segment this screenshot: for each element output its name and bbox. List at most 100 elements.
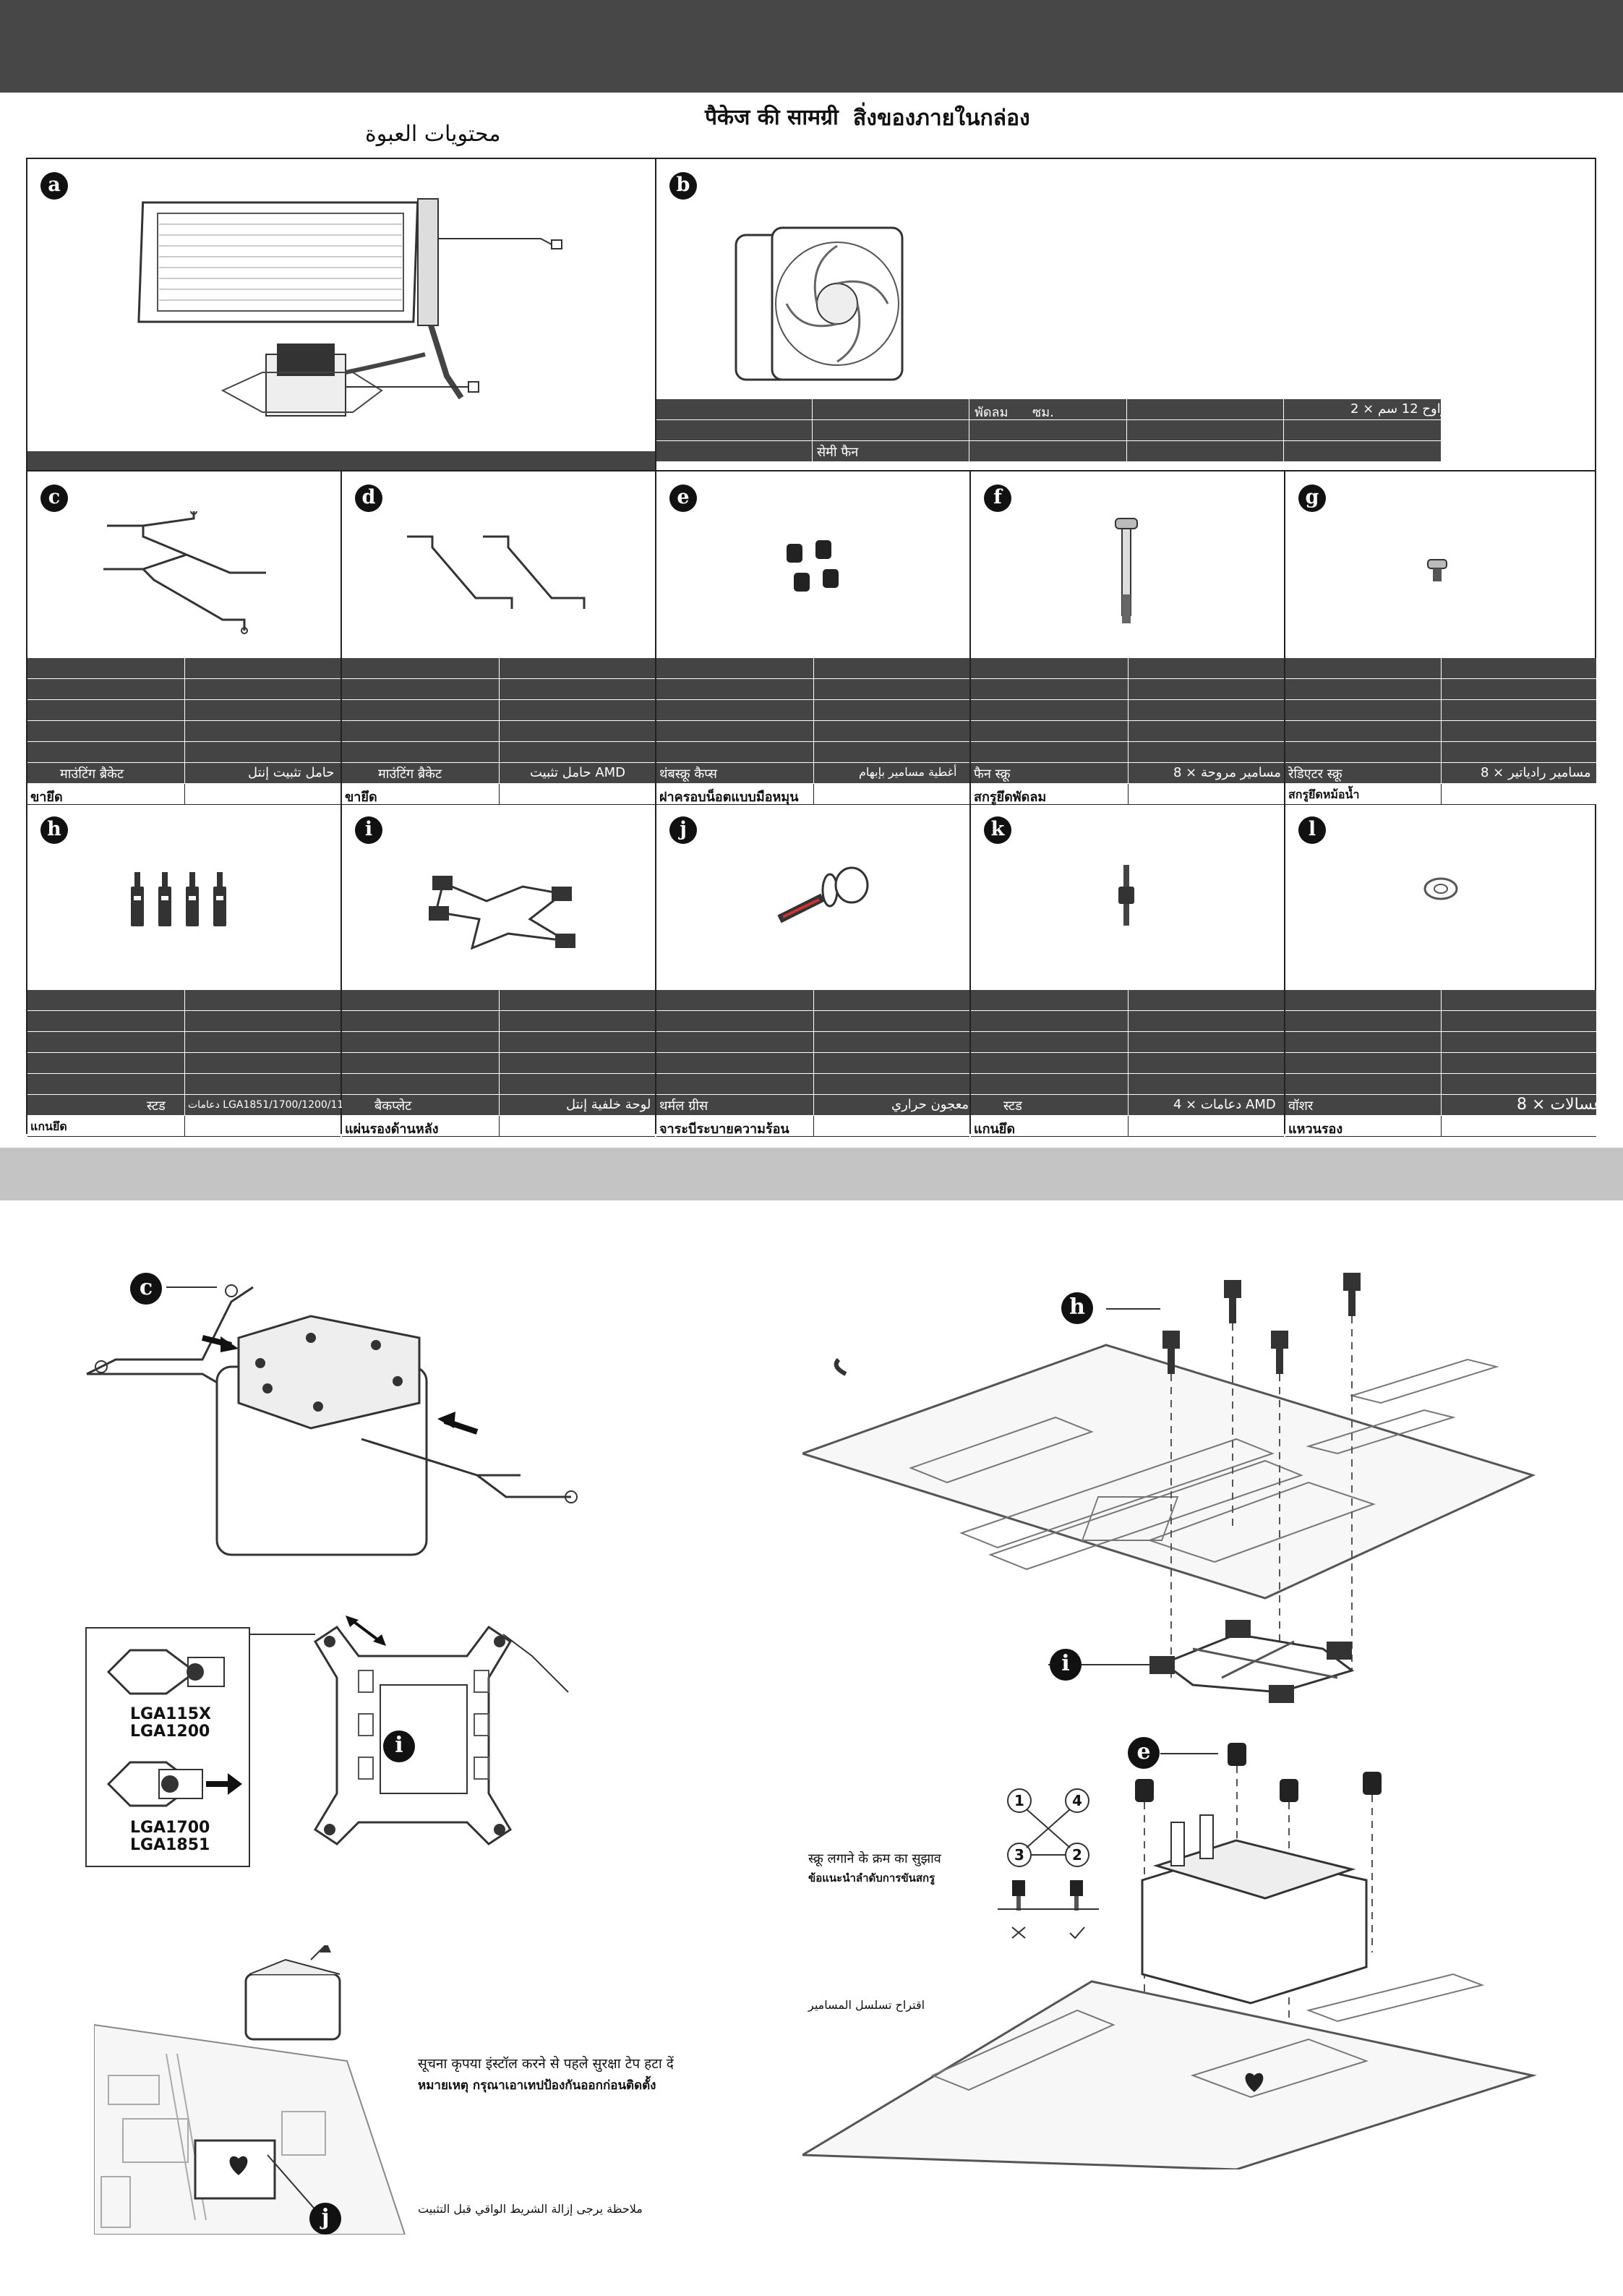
item-j-thai: จาระบีระบายความร้อน <box>659 1122 789 1137</box>
screw-sequence-thai: ข้อแนะนำลำดับการขันสกรู <box>808 1872 935 1885</box>
item-j-hindi: थर्मल ग्रीस <box>659 1098 708 1114</box>
item-c-hindi: माउंटिंग ब्रैकेट <box>60 767 124 782</box>
screw-sequence-diagram <box>998 1788 1099 1939</box>
washer-illustration <box>1423 877 1458 900</box>
seq-num-1: 1 <box>1014 1792 1024 1809</box>
install-badge-j: j <box>309 2203 341 2235</box>
item-b-label-table: พัดลม ซม. 2 × مراوح 12 سم सेमी फैन <box>656 399 1596 462</box>
item-d-cell: d माउंटिंग ब्रैकेट حامل تثبيت AMD ขายึด <box>342 471 656 805</box>
item-f-thai: สกรูยึดพัดลม <box>974 790 1047 805</box>
badge-f: f <box>984 485 1011 512</box>
pump-mounting-illustration <box>802 1743 1537 2169</box>
item-l-thai: แหวนรอง <box>1288 1122 1343 1137</box>
item-b-row: พัดลม ซม. 2 × مراوح 12 سم <box>656 399 1455 420</box>
item-k-hindi: स्टड <box>1003 1098 1022 1114</box>
thermal-grease-illustration <box>777 866 869 923</box>
backplate-diagram-illustration <box>250 1616 569 1845</box>
item-g-cell: g रेडिएटर स्क्रू 8 × مسامير رادياتير สกร… <box>1285 471 1596 805</box>
item-f-label-table: फैन स्क्रू 8 × مسامير مروحة สกรูยึดพัดลม <box>971 658 1284 805</box>
badge-h: h <box>40 816 68 844</box>
item-a-label-strip <box>27 451 655 470</box>
motherboard-studs-illustration <box>802 1273 1536 1678</box>
note-arabic: ملاحظة يرجى إزالة الشريط الواقي قبل التث… <box>418 2202 643 2216</box>
item-e-hindi: थंबस्क्रू कैप्स <box>659 767 717 782</box>
note-thai: หมายเหตุ กรุณาเอาเทปป้องกันออกก่อนติดตั้… <box>418 2078 656 2093</box>
item-j-label-table: थर्मल ग्रीस معجون حراري จาระบีระบายความร… <box>656 990 969 1137</box>
seq-num-4: 4 <box>1072 1792 1082 1809</box>
install-badge-c: c <box>130 1273 162 1305</box>
item-k-thai: แกนยึด <box>974 1122 1016 1137</box>
item-h-cell: h स्टड دعامات LGA1851/1700/1200/115x แกน… <box>27 803 356 1137</box>
install-badge-h: h <box>1061 1292 1093 1324</box>
top-header-bar <box>0 0 1623 93</box>
item-e-arabic: أغطية مسامير بإبهام <box>859 765 957 779</box>
item-d-hindi: माउंटिंग ब्रैकेट <box>378 767 442 782</box>
install-badge-i: i <box>1050 1649 1082 1681</box>
item-l-label-table: वॉशर 8 × غسالات แหวนรอง <box>1285 990 1602 1137</box>
seq-num-2: 2 <box>1072 1846 1082 1864</box>
label-semi-fan-hindi: सेमी फैन <box>817 445 859 460</box>
lga-label-115x: LGA115X <box>130 1705 211 1723</box>
badge-k: k <box>984 816 1011 844</box>
item-h-hindi: स्टड <box>147 1098 166 1114</box>
item-c-thai: ขายึด <box>30 790 63 805</box>
backplate-under-board-illustration <box>1048 1620 1355 1703</box>
lga-label-1700: LGA1700 <box>130 1819 210 1837</box>
label-fan-thai: พัดลม <box>975 405 1009 420</box>
item-d-arabic: حامل تثبيت AMD <box>530 765 626 780</box>
badge-l: l <box>1298 816 1326 844</box>
item-e-thai: ฝาครอบน็อตแบบมือหมุน <box>659 790 799 805</box>
item-c-arabic: حامل تثبيت إنتل <box>248 765 335 780</box>
item-k-arabic: 4 × دعامات AMD <box>1173 1097 1276 1112</box>
package-contents-grid: a b <box>26 158 1602 1137</box>
item-h-label-table: स्टड دعامات LGA1851/1700/1200/115x แกนยึ… <box>27 990 356 1137</box>
item-j-arabic: معجون حراري <box>891 1097 969 1112</box>
item-i-label-table: बैकप्लेट لوحة خلفية إنتل แผ่นรองด้านหลัง <box>342 990 655 1137</box>
badge-b: b <box>669 172 697 200</box>
screw-sequence-arabic: اقتراح تسلسل المسامير <box>808 1998 925 2012</box>
item-i-thai: แผ่นรองด้านหลัง <box>345 1122 439 1137</box>
bracket-pump-assembly-illustration <box>86 1284 578 1556</box>
lga-label-1851: LGA1851 <box>130 1836 210 1854</box>
screw-sequence-hindi: स्क्रू लगाने के क्रम का सुझाव <box>808 1851 941 1866</box>
badge-j: j <box>669 816 697 844</box>
item-k-cell: k स्टड 4 × دعامات AMD แกนยึด <box>971 803 1285 1137</box>
item-i-hindi: बैकप्लेट <box>374 1098 412 1114</box>
item-g-hindi: रेडिएटर स्क्रू <box>1288 767 1342 782</box>
label-cm-thai: ซม. <box>1032 405 1054 420</box>
item-l-hindi: वॉशर <box>1288 1098 1314 1114</box>
item-j-cell: j थर्मल ग्रीस معجون حراري จาระบีระบายควา… <box>656 803 971 1137</box>
item-l-arabic: 8 × غسالات <box>1517 1096 1602 1114</box>
title-thai: สิ่งของภายในกล่อง <box>853 106 1030 131</box>
remove-tape-illustration <box>94 1945 406 2235</box>
item-h-thai: แกนยึด <box>30 1119 67 1133</box>
item-k-label-table: स्टड 4 × دعامات AMD แกนยึด <box>971 990 1284 1137</box>
item-e-cell: e थंबस्क्रू कैप्स أغطية مسامير بإبهام ฝา… <box>656 471 971 805</box>
seq-num-3: 3 <box>1014 1846 1024 1864</box>
item-i-cell: i बैकप्लेट لوحة خلفية إنتل แผ่นรองด้านหล… <box>342 803 656 1137</box>
item-b-cell: b พัดลม ซม. 2 × مراوح 12 سم सेमी फैन <box>656 159 1596 471</box>
radiator-pump-illustration <box>137 198 562 417</box>
lga-slider-bottom-illustration <box>106 1761 242 1807</box>
item-i-arabic: لوحة خلفية إنتل <box>566 1097 651 1112</box>
item-a-cell: a <box>27 159 656 471</box>
title-arabic: محتويات العبوة <box>365 121 501 147</box>
install-badge-i-plate: i <box>383 1730 415 1762</box>
badge-g: g <box>1298 485 1326 512</box>
item-f-hindi: फैन स्क्रू <box>974 767 1011 782</box>
badge-a: a <box>40 172 68 200</box>
amd-bracket-illustration <box>407 535 586 609</box>
fan-screw-illustration <box>1115 518 1138 623</box>
lga-slider-top-illustration <box>106 1649 225 1695</box>
item-l-cell: l वॉशर 8 × غسالات แหวนรอง <box>1285 803 1602 1137</box>
thumbscrew-caps-illustration <box>787 540 839 592</box>
item-d-thai: ขายึด <box>345 790 377 805</box>
note-hindi: सूचना कृपया इंस्टॉल करने से पहले सुरक्षा… <box>418 2056 674 2072</box>
intel-bracket-illustration <box>103 511 266 634</box>
lga-label-1200: LGA1200 <box>130 1723 210 1741</box>
item-h-arabic: دعامات LGA1851/1700/1200/115x <box>188 1099 356 1111</box>
title-hindi: पैकेज की सामग्री <box>705 105 839 130</box>
item-f-cell: f फैन स्क्रू 8 × مسامير مروحة สกรูยึดพัด… <box>971 471 1285 805</box>
item-c-cell: c माउंटिंग ब्रैकेट حامل تثبيت إنتل ขายึด <box>27 471 342 805</box>
badge-c: c <box>40 485 68 512</box>
